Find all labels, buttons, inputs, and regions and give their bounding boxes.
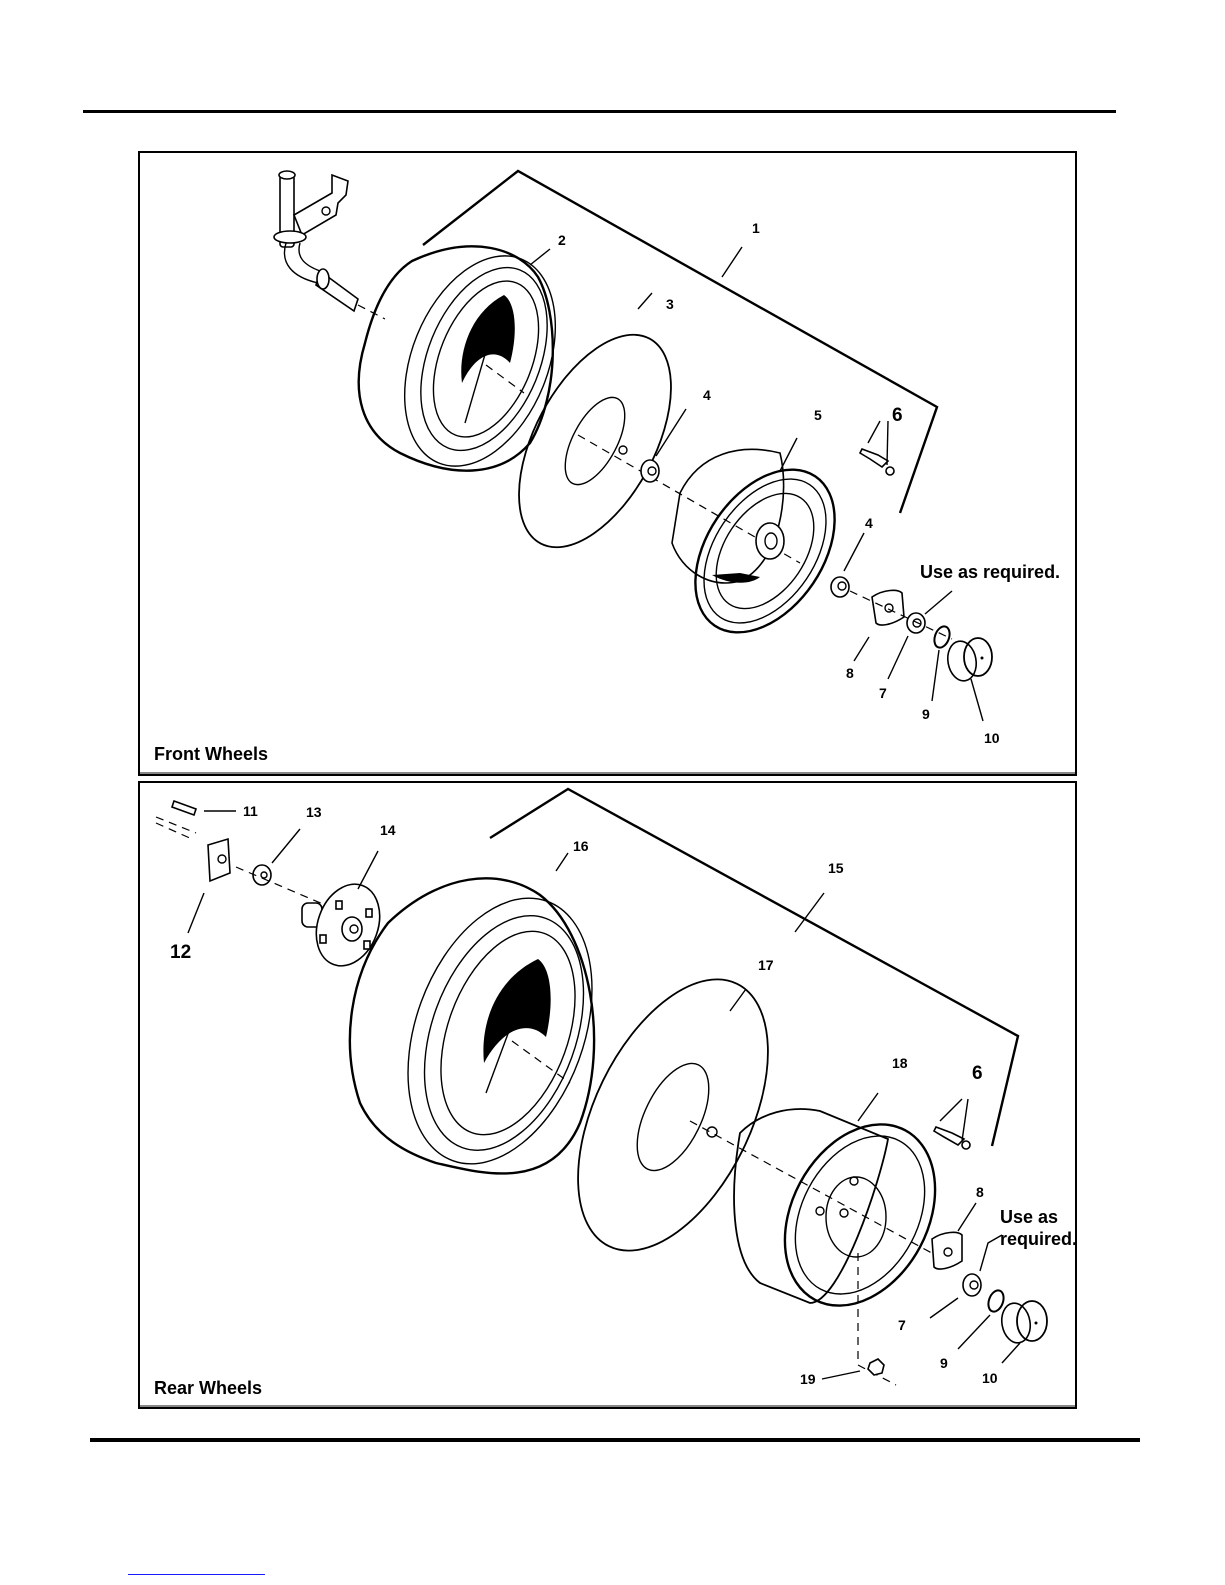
- callout-14: 14: [380, 822, 396, 838]
- callout-10-rear: 10: [982, 1370, 998, 1386]
- use-as-required-note-line2: required.: [1000, 1229, 1075, 1249]
- leader-7-rear: [930, 1298, 958, 1318]
- callout-12: 12: [170, 942, 191, 963]
- callout-16: 16: [573, 838, 589, 854]
- assembly-bracket-15: [490, 789, 1018, 1146]
- leader-18: [858, 1093, 878, 1121]
- callout-8: 8: [846, 665, 854, 681]
- lug-nut-icon: [868, 1359, 884, 1375]
- leader-6b: [887, 421, 888, 465]
- callout-6: 6: [892, 405, 903, 426]
- leader-9-rear: [958, 1315, 990, 1349]
- callout-4a: 4: [703, 387, 711, 403]
- callout-7: 7: [879, 685, 887, 701]
- callout-7-rear: 7: [898, 1317, 906, 1333]
- retaining-ring-icon: [932, 624, 953, 649]
- leader-4a: [656, 409, 686, 456]
- callout-8-rear: 8: [976, 1184, 984, 1200]
- leader-12: [188, 893, 204, 933]
- tire-icon: [359, 234, 585, 489]
- rear-valve-stem-icon: [934, 1127, 964, 1145]
- leader-6a: [868, 421, 880, 443]
- callout-17: 17: [758, 957, 774, 973]
- key-icon: [172, 801, 196, 815]
- rear-wheels-panel: 11 12 13 14 15: [138, 781, 1077, 1409]
- leader-note-rear: [980, 1235, 1002, 1271]
- header-rule: [83, 110, 1116, 113]
- leader-19: [822, 1371, 860, 1379]
- callout-15: 15: [828, 860, 844, 876]
- spacer-washer-icon: [872, 590, 904, 625]
- callout-9-rear: 9: [940, 1355, 948, 1371]
- rear-wheels-diagram: 11 12 13 14 15: [140, 783, 1075, 1407]
- leader-2: [530, 249, 550, 265]
- leader-8-rear: [958, 1203, 976, 1231]
- use-as-required-note-line1: Use as: [1000, 1207, 1058, 1227]
- inner-tube-icon: [488, 310, 703, 571]
- leader-note: [925, 591, 952, 614]
- callout-1: 1: [752, 220, 760, 236]
- rear-tire-icon: [350, 873, 626, 1190]
- leader-10-rear: [1002, 1343, 1020, 1363]
- leader-6c: [940, 1099, 962, 1121]
- leader-13: [272, 829, 300, 863]
- callout-9: 9: [922, 706, 930, 722]
- callout-4b: 4: [865, 515, 873, 531]
- rim-icon: [667, 444, 864, 658]
- spindle-icon: [274, 171, 358, 311]
- callout-19: 19: [800, 1371, 816, 1387]
- leader-6d: [962, 1099, 968, 1141]
- callout-5: 5: [814, 407, 822, 423]
- leader-17: [730, 989, 746, 1011]
- locking-bracket-icon: [208, 839, 230, 881]
- front-wheels-caption: Front Wheels: [154, 744, 268, 765]
- leader-8: [854, 637, 869, 661]
- leader-5: [780, 438, 797, 471]
- rear-spacer-washer-icon: [932, 1232, 962, 1269]
- leader-7: [888, 636, 908, 679]
- flat-washer-icon: [907, 613, 925, 633]
- leader-9: [932, 650, 939, 701]
- hub-cap-icon: [945, 638, 992, 683]
- leader-1: [722, 247, 742, 277]
- leader-16: [556, 853, 568, 871]
- leader-10: [971, 679, 983, 721]
- callout-2: 2: [558, 232, 566, 248]
- rear-hub-cap-icon: [999, 1301, 1047, 1345]
- rear-retaining-ring-icon: [986, 1288, 1007, 1313]
- callout-6-rear: 6: [972, 1063, 983, 1084]
- callout-11: 11: [243, 803, 258, 819]
- rear-wheels-caption: Rear Wheels: [154, 1378, 262, 1399]
- callout-3: 3: [666, 296, 674, 312]
- front-wheels-diagram: 1 2: [140, 153, 1075, 774]
- callout-13: 13: [306, 804, 322, 820]
- rear-rim-icon: [734, 1098, 965, 1331]
- use-as-required-note: Use as required.: [920, 562, 1060, 582]
- footer-link-underline[interactable]: [128, 1574, 265, 1575]
- front-wheels-panel: 1 2: [138, 151, 1077, 776]
- wheel-hub-icon: [302, 875, 391, 974]
- leader-4b: [844, 533, 864, 571]
- callout-10: 10: [984, 730, 1000, 746]
- valve-stem-icon: [860, 449, 894, 475]
- callout-18: 18: [892, 1055, 908, 1071]
- footer-rule: [90, 1438, 1140, 1442]
- leader-14: [358, 851, 378, 889]
- leader-3: [638, 293, 652, 309]
